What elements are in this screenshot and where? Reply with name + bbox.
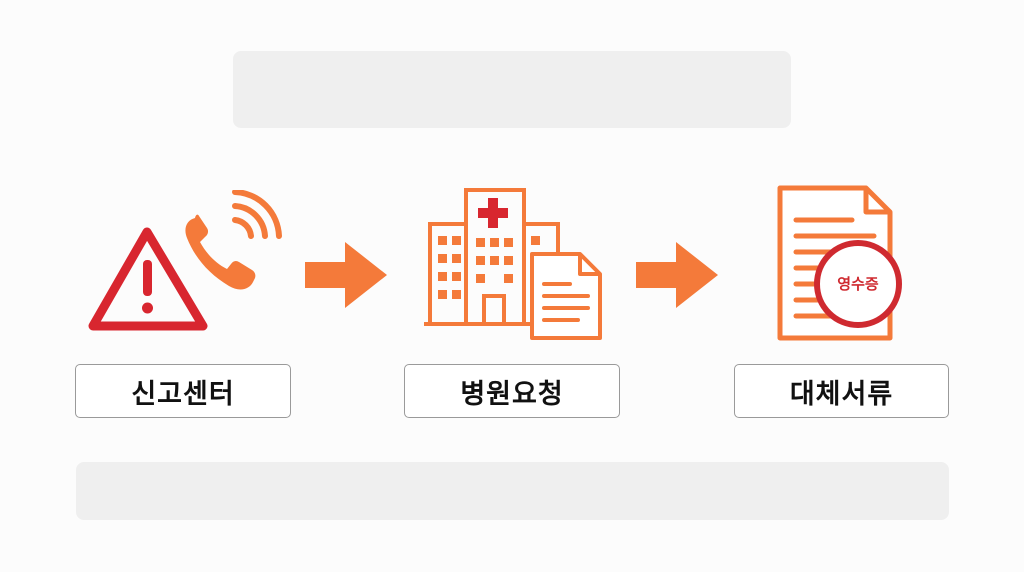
- document-icon: [530, 252, 602, 340]
- step-label-alternative-documents: 대체서류: [734, 364, 949, 418]
- receipt-stamp-icon: [814, 240, 902, 328]
- warning-phone-icon: [85, 189, 285, 340]
- stamp-text: 영수증: [837, 275, 879, 293]
- phone-icon: [185, 189, 282, 290]
- caption-placeholder-bar: [76, 462, 949, 520]
- medical-cross-icon: [478, 198, 508, 228]
- step-label-report-center: 신고센터: [75, 364, 291, 418]
- hospital-document-icon: [420, 186, 610, 341]
- warning-triangle-icon: [88, 227, 208, 331]
- step-label-hospital-request: 병원요청: [404, 364, 620, 418]
- arrow-right-icon: [636, 242, 718, 312]
- receipt-document-icon: 영수증: [772, 184, 922, 344]
- title-placeholder-bar: [233, 51, 791, 128]
- arrow-right-icon: [305, 242, 387, 312]
